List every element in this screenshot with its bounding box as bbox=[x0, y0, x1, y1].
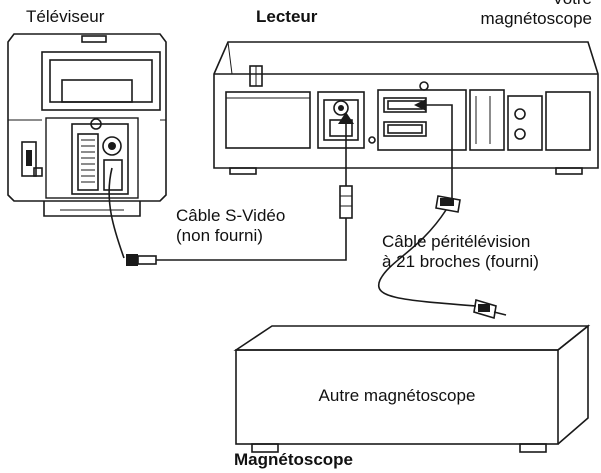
scart-cable-label: Câble péritélévision à 21 broches (fourn… bbox=[382, 232, 539, 271]
other-vcr-box bbox=[233, 324, 591, 453]
tv-label: Téléviseur bbox=[26, 7, 105, 26]
player-rear bbox=[213, 41, 599, 175]
other-vcr-label: Autre magnétoscope bbox=[318, 386, 476, 405]
player-label: Lecteur bbox=[256, 7, 318, 26]
svideo-cable bbox=[108, 112, 354, 266]
scart-cable bbox=[377, 99, 507, 320]
television-rear bbox=[7, 33, 167, 217]
svideo-cable-label: Câble S-Vidéo (non fourni) bbox=[176, 206, 286, 245]
your-vcr-label: Votre magnétoscope bbox=[480, 0, 592, 28]
recorder-label: Magnétoscope bbox=[234, 450, 354, 469]
